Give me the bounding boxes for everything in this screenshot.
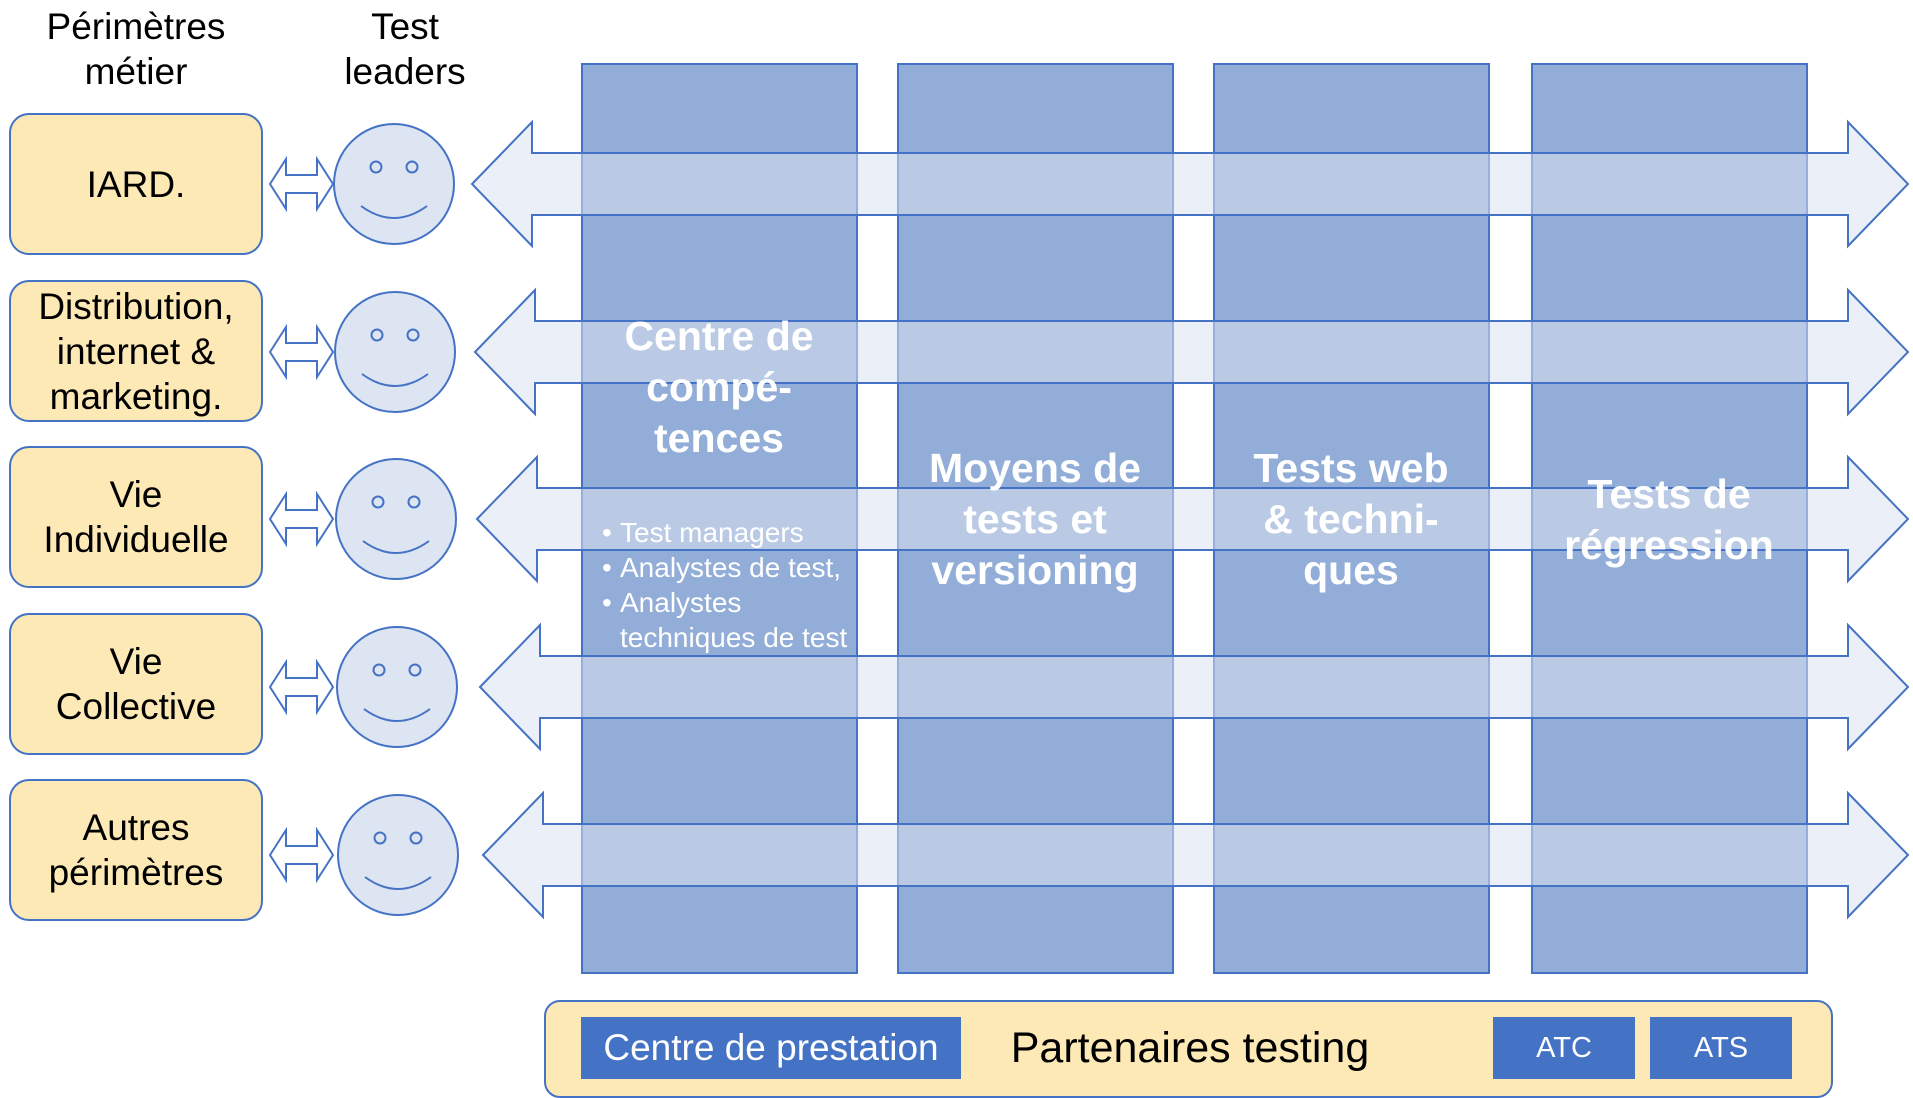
bullet-item: Test managers [600,515,850,550]
perimeter-box-distribution: Distribution, internet & marketing. [9,280,263,422]
centre-prestation-label: Centre de prestation [581,1017,961,1079]
double-arrow-icon [268,490,335,548]
column-title-tests-regression: Tests de régression [1564,471,1774,568]
perimeter-box-vie-collective: Vie Collective [9,613,263,755]
column-title-tests-web: Tests web & techni- ques [1253,445,1449,593]
tag-ats: ATS [1650,1017,1792,1079]
header-test-leaders: Test leaders [344,6,466,92]
double-arrow-icon [478,622,1910,752]
smiley-icon [333,123,455,245]
double-arrow-icon [473,287,1910,417]
double-arrow-icon [470,119,1910,249]
double-arrow-icon [268,658,335,716]
double-arrow-icon [268,155,335,213]
smiley-icon [337,794,459,916]
small-arrows-layer [268,155,335,884]
bullet-item: Analystes techniques de test [600,585,850,655]
column-title-moyens-de-tests: Moyens de tests et versioning [929,445,1141,593]
partenaires-testing-label: Partenaires testing [1010,1024,1370,1072]
perimeter-box-autres: Autres périmètres [9,779,263,921]
double-arrow-icon [268,323,335,381]
column-bullet-list: Test managers Analystes de test, Analyst… [600,515,850,655]
smiley-icon [336,626,458,748]
double-arrow-icon [268,826,335,884]
smileys-layer [333,123,459,916]
smiley-icon [335,458,457,580]
header-perimetres-metier: Périmètres métier [46,6,226,92]
bullet-item: Analystes de test, [600,550,850,585]
tag-atc: ATC [1493,1017,1635,1079]
double-arrow-icon [481,790,1910,920]
perimeter-box-vie-individuelle: Vie Individuelle [9,446,263,588]
perimeter-box-iard: IARD. [9,113,263,255]
column-title-centre-competences: Centre de compé- tences [624,313,814,461]
smiley-icon [334,291,456,413]
